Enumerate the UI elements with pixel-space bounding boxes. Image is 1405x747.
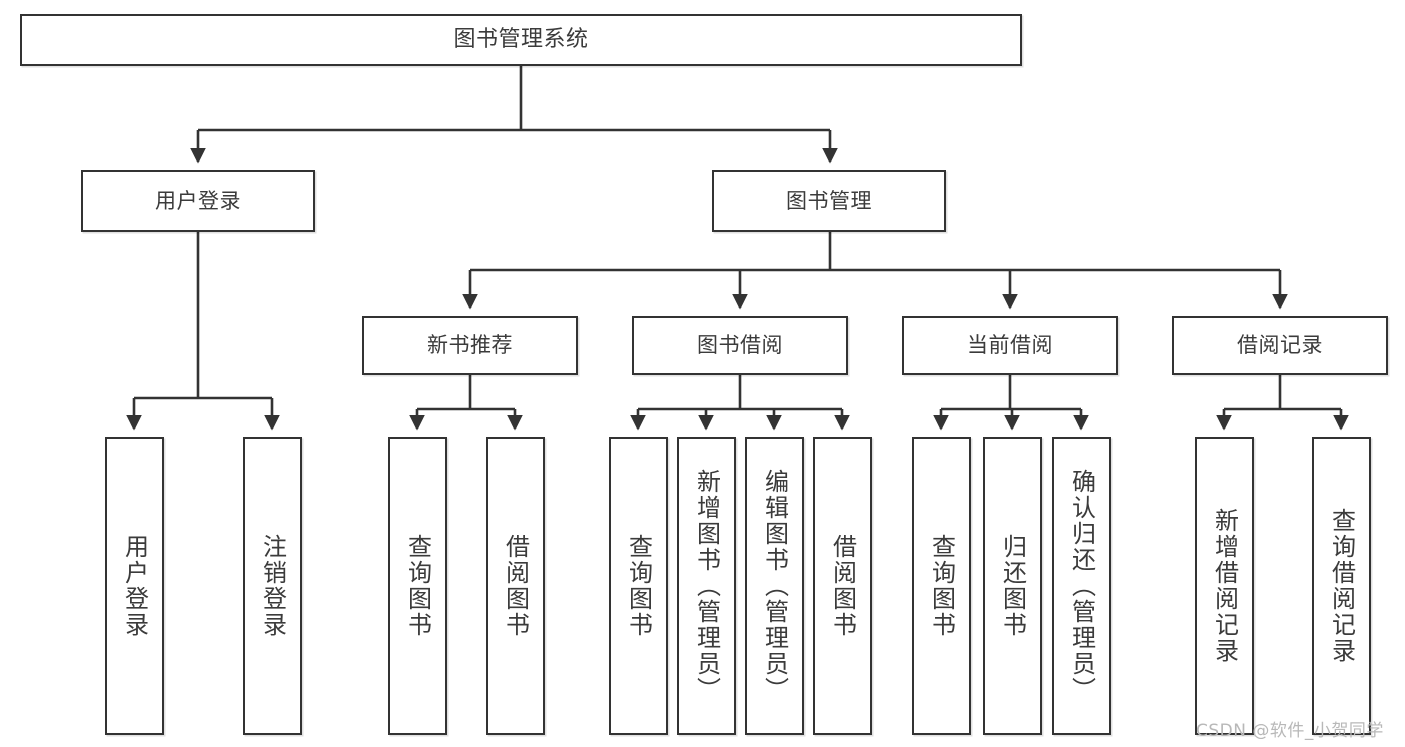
leaf-confirm-return-admin[interactable]: 确认归还（管理员） [1052,437,1111,735]
leaf-edit-book-admin-label: 编辑图书（管理员） [760,469,789,703]
node-book-management-label: 图书管理 [786,188,872,213]
leaf-add-book-admin[interactable]: 新增图书（管理员） [677,437,736,735]
node-user-login-label: 用户登录 [155,188,241,213]
node-root-label: 图书管理系统 [453,27,589,53]
node-current-borrow[interactable]: 当前借阅 [902,316,1118,375]
node-new-book-recommend[interactable]: 新书推荐 [362,316,578,375]
leaf-return-book-label: 归还图书 [998,534,1027,638]
leaf-return-book[interactable]: 归还图书 [983,437,1042,735]
leaf-query-book-current-label: 查询图书 [927,534,956,638]
leaf-query-book-current[interactable]: 查询图书 [912,437,971,735]
leaf-user-login[interactable]: 用户登录 [105,437,164,735]
leaf-add-borrow-record[interactable]: 新增借阅记录 [1195,437,1254,735]
node-user-login[interactable]: 用户登录 [81,170,315,232]
leaf-borrow-book-rec[interactable]: 借阅图书 [486,437,545,735]
csdn-watermark: CSDN @软件_小贺同学 [1196,721,1384,741]
node-borrow-record[interactable]: 借阅记录 [1172,316,1388,375]
node-current-borrow-label: 当前借阅 [967,333,1053,358]
leaf-query-book-borrow[interactable]: 查询图书 [609,437,668,735]
leaf-query-book-rec-label: 查询图书 [403,534,432,638]
leaf-logout[interactable]: 注销登录 [243,437,302,735]
leaf-confirm-return-admin-label: 确认归还（管理员） [1067,469,1096,703]
leaf-borrow-book[interactable]: 借阅图书 [813,437,872,735]
leaf-query-borrow-record[interactable]: 查询借阅记录 [1312,437,1371,735]
node-book-borrow[interactable]: 图书借阅 [632,316,848,375]
leaf-add-book-admin-label: 新增图书（管理员） [692,469,721,703]
node-borrow-record-label: 借阅记录 [1237,333,1323,358]
node-book-management[interactable]: 图书管理 [712,170,946,232]
leaf-query-book-rec[interactable]: 查询图书 [388,437,447,735]
leaf-user-login-label: 用户登录 [120,534,149,638]
node-new-book-recommend-label: 新书推荐 [427,333,513,358]
leaf-query-borrow-record-label: 查询借阅记录 [1327,508,1356,664]
leaf-add-borrow-record-label: 新增借阅记录 [1210,508,1239,664]
leaf-logout-label: 注销登录 [258,534,287,638]
leaf-edit-book-admin[interactable]: 编辑图书（管理员） [745,437,804,735]
node-root[interactable]: 图书管理系统 [20,14,1022,66]
node-book-borrow-label: 图书借阅 [697,333,783,358]
leaf-borrow-book-rec-label: 借阅图书 [501,534,530,638]
leaf-borrow-book-label: 借阅图书 [828,534,857,638]
leaf-query-book-borrow-label: 查询图书 [624,534,653,638]
